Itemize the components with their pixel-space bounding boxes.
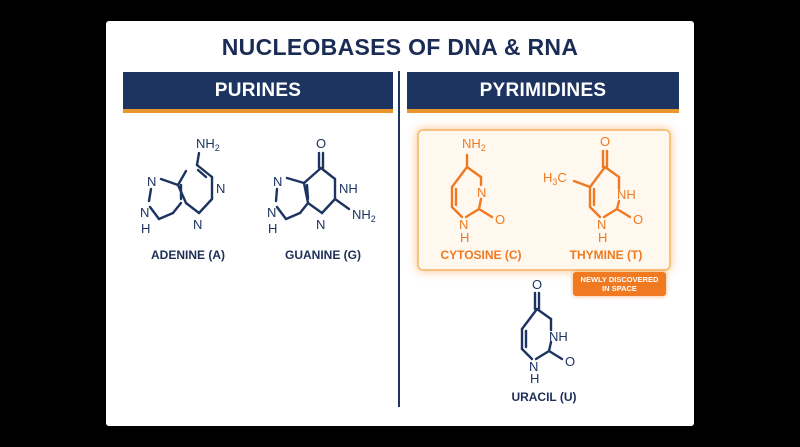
adenine-atom-nh2: NH2 (196, 136, 220, 153)
space-highlight-box (417, 129, 671, 271)
uracil-atom-o2: O (565, 354, 575, 369)
adenine-atom-n3: N (193, 217, 202, 232)
adenine-atom-n7: N (147, 174, 156, 189)
cytosine-label: CYTOSINE (C) (440, 248, 522, 262)
cytosine-structure: NH2 N N H O (450, 136, 505, 245)
guanine-atom-nh1: NH (339, 181, 358, 196)
guanine-atom-o: O (316, 136, 326, 151)
uracil-label: URACIL (U) (511, 390, 577, 404)
thymine-atom-o4: O (600, 134, 610, 149)
guanine-atom-n3: N (316, 217, 325, 232)
thymine-structure: H3C O NH N H O (543, 134, 643, 245)
uracil-atom-h: H (530, 371, 539, 386)
guanine-label: GUANINE (G) (285, 248, 361, 262)
thymine-atom-nh3: NH (617, 187, 636, 202)
cytosine-atom-n1: N (459, 217, 468, 232)
purines-header: PURINES (123, 72, 393, 110)
adenine-atom-n9: N (140, 205, 149, 220)
guanine-structure: O NH N N N H NH2 (267, 136, 376, 236)
uracil-atom-o4: O (532, 277, 542, 292)
pyrimidines-accent-bar (407, 109, 679, 113)
newly-discovered-badge: NEWLY DISCOVERED IN SPACE (573, 272, 666, 296)
uracil-structure: O NH N H O (520, 277, 575, 386)
cytosine-atom-o: O (495, 212, 505, 227)
uracil-atom-nh3: NH (549, 329, 568, 344)
guanine-atom-nh2: NH2 (352, 207, 376, 224)
diagram-card: NUCLEOBASES OF DNA & RNA PURINES PYRIMID… (106, 21, 694, 426)
cytosine-atom-nh2: NH2 (462, 136, 486, 153)
uracil-atom-n1: N (529, 359, 538, 374)
thymine-atom-o2: O (633, 212, 643, 227)
thymine-atom-h: H (598, 230, 607, 245)
thymine-atom-ch3: H3C (543, 170, 567, 187)
guanine-atom-n9: N (267, 205, 276, 220)
adenine-atom-n1: N (216, 181, 225, 196)
adenine-structure: NH2 N N N N H (140, 136, 225, 236)
thymine-atom-n1: N (597, 217, 606, 232)
badge-line-2: IN SPACE (602, 284, 637, 293)
diagram-title: NUCLEOBASES OF DNA & RNA (221, 34, 579, 60)
cytosine-atom-n3: N (477, 185, 486, 200)
thymine-label: THYMINE (T) (569, 248, 643, 262)
pyrimidines-header: PYRIMIDINES (407, 72, 679, 110)
badge-line-1: NEWLY DISCOVERED (580, 275, 659, 284)
adenine-atom-h: H (141, 221, 150, 236)
guanine-atom-h: H (268, 221, 277, 236)
cytosine-atom-h: H (460, 230, 469, 245)
guanine-atom-n7: N (273, 174, 282, 189)
adenine-label: ADENINE (A) (151, 248, 225, 262)
purines-accent-bar (123, 109, 393, 113)
column-divider (398, 71, 400, 407)
